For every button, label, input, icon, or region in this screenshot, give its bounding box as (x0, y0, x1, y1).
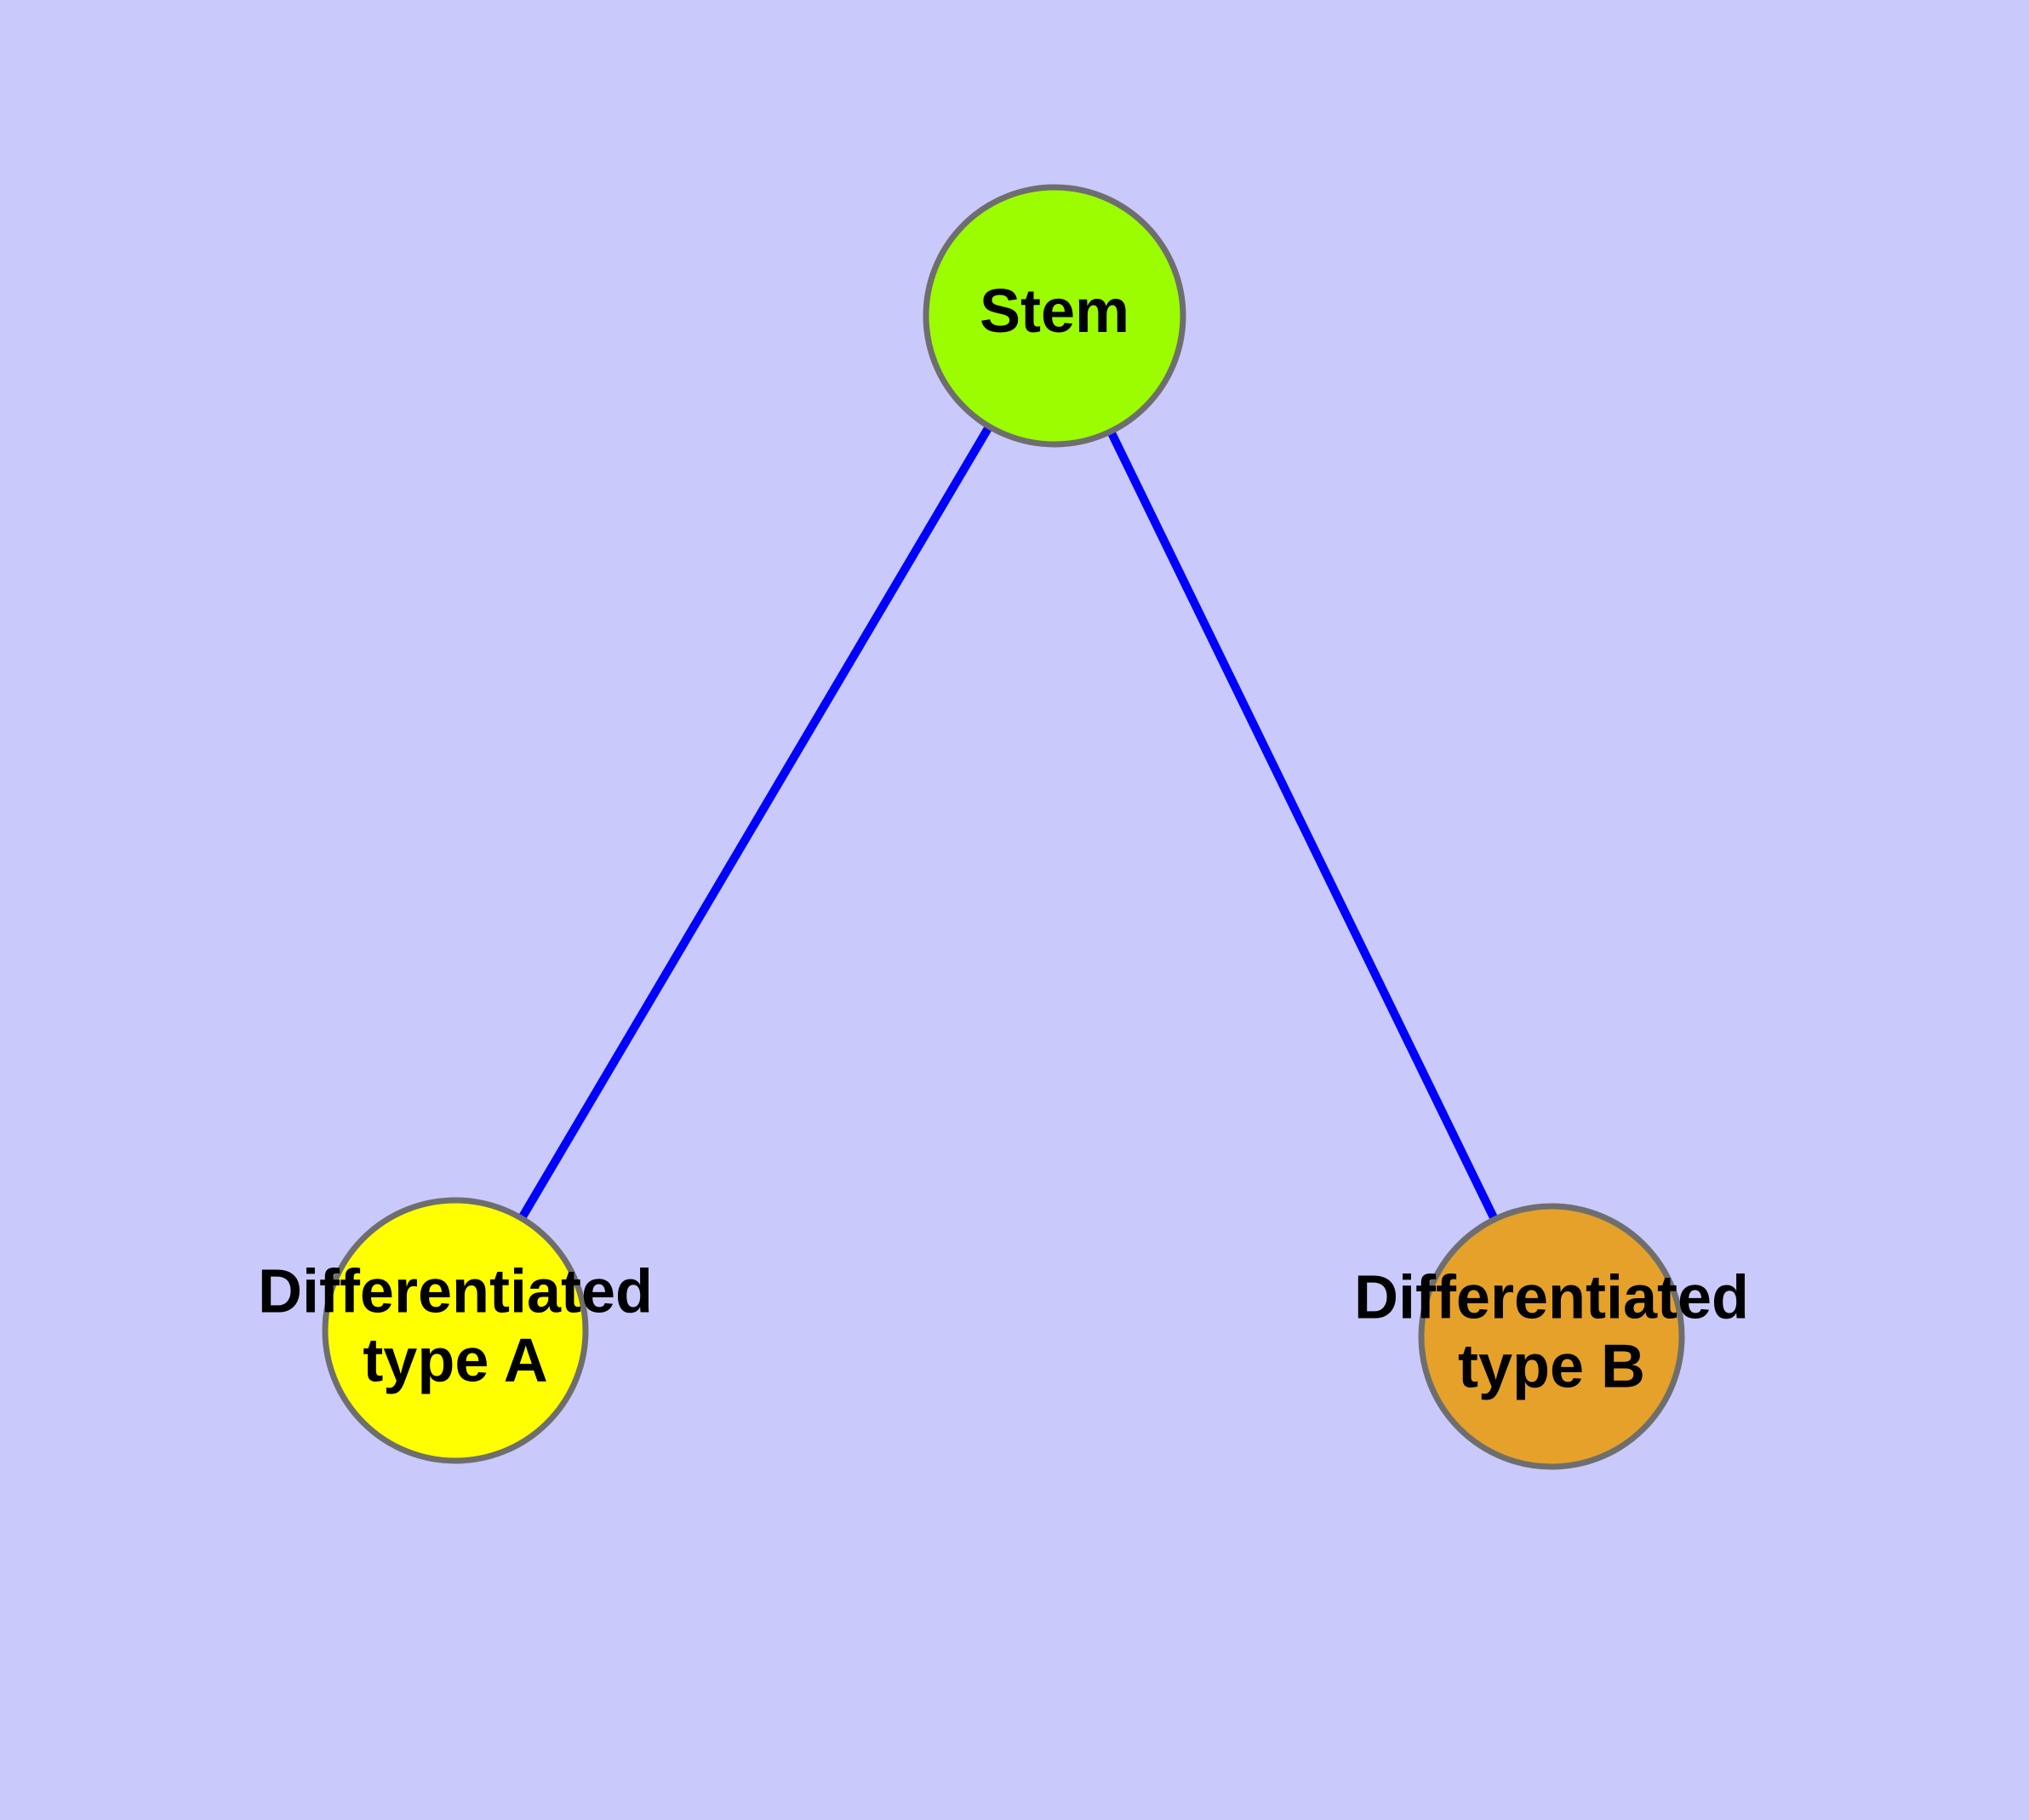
graph-edge-stem-to-a (517, 422, 994, 1222)
node-circle-stem[interactable] (923, 184, 1186, 448)
node-label-line: type A (363, 1327, 547, 1395)
node-label-line: Differentiated (1354, 1263, 1749, 1331)
edges-layer (517, 422, 1500, 1223)
node-label-stem: Stem (980, 278, 1129, 346)
graph-node-stem[interactable]: Stem (923, 184, 1186, 448)
node-label-line: Stem (980, 278, 1129, 346)
node-label-line: Differentiated (258, 1257, 653, 1325)
node-circle-diff_a[interactable] (322, 1197, 589, 1464)
graph-edge-stem-to-b (1106, 427, 1500, 1223)
node-label-line: type B (1458, 1333, 1645, 1401)
node-circle-diff_b[interactable] (1418, 1203, 1685, 1470)
